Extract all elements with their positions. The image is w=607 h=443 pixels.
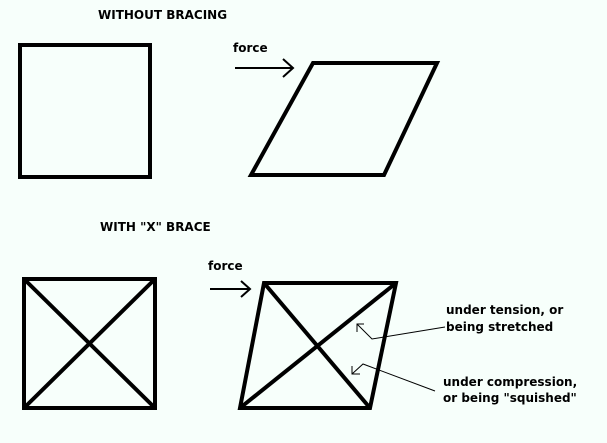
tension-label-line1: under tension, or [446,303,564,317]
force-label-top: force [233,41,268,55]
force-arrow-top [235,58,295,78]
parallelogram-x-braced [237,281,399,410]
title-without-bracing: WITHOUT BRACING [98,8,228,22]
compression-label-line2: or being "squished" [443,391,577,405]
tension-pointer [356,323,446,340]
tension-label-line2: being stretched [446,320,554,334]
force-arrow-bottom [210,280,252,298]
parallelogram-unbraced [247,61,441,177]
compression-label-line1: under compression, [443,375,578,389]
force-label-bottom: force [208,259,243,273]
title-with-x-brace: WITH "X" BRACE [100,220,211,234]
square-x-braced [22,277,157,410]
compression-pointer [351,363,436,392]
square-unbraced [18,43,152,179]
